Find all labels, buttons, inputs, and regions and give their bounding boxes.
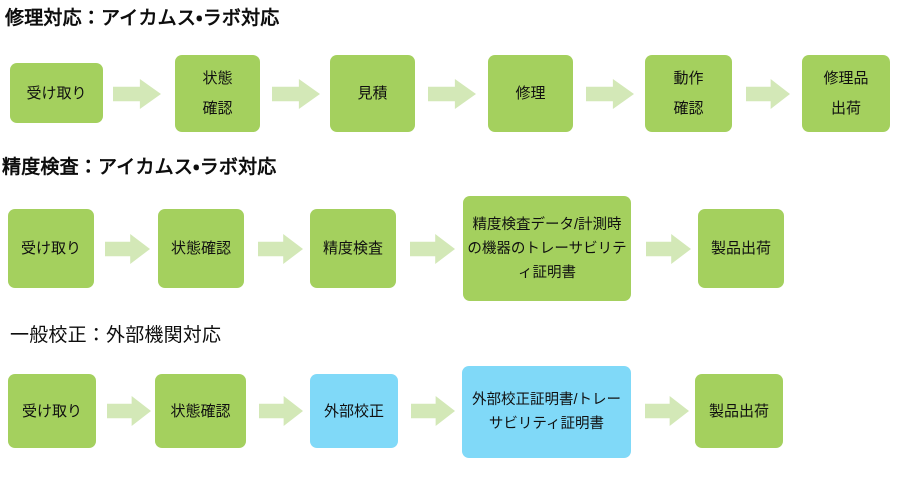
node-label: 状態確認 xyxy=(170,240,231,257)
node-label: 外部校正証明書/トレーサビリティ証明書 xyxy=(471,392,622,432)
node-repair-step-2[interactable]: 状態 確認 xyxy=(175,55,260,132)
node-label: 受け取り xyxy=(21,402,82,420)
node-label: 受け取り xyxy=(20,240,81,257)
arrow-right-icon xyxy=(746,79,790,109)
node-repair-step-4[interactable]: 修理 xyxy=(488,55,573,132)
node-inspection-step-2[interactable]: 状態確認 xyxy=(158,209,244,288)
arrow-right-icon xyxy=(586,79,634,109)
node-repair-step-1[interactable]: 受け取り xyxy=(10,63,103,123)
section-title-precision-inspection: 精度検査：アイカムス・ラボ対応 xyxy=(2,157,277,179)
node-repair-step-6[interactable]: 修理品 出荷 xyxy=(802,55,890,132)
arrow-right-icon xyxy=(105,234,150,264)
arrow-right-icon xyxy=(113,79,161,109)
node-label: 状態確認 xyxy=(170,402,231,420)
section-title-repair: 修理対応：アイカムス・ラボ対応 xyxy=(5,8,280,30)
arrow-right-icon xyxy=(258,234,303,264)
node-inspection-step-5[interactable]: 製品出荷 xyxy=(698,209,784,288)
node-calibration-step-2[interactable]: 状態確認 xyxy=(155,374,246,448)
arrow-right-icon xyxy=(410,234,455,264)
node-label: 修理 xyxy=(515,85,546,102)
node-label: 製品出荷 xyxy=(708,402,769,420)
node-label: 受け取り xyxy=(26,84,87,102)
node-inspection-step-3[interactable]: 精度検査 xyxy=(310,209,396,288)
node-inspection-step-4[interactable]: 精度検査データ/計測時の機器のトレーサビリティ証明書 xyxy=(463,196,631,301)
node-calibration-step-1[interactable]: 受け取り xyxy=(8,374,96,448)
node-label: 外部校正 xyxy=(323,402,384,420)
arrow-right-icon xyxy=(411,396,455,426)
arrow-right-icon xyxy=(107,396,151,426)
node-calibration-step-5[interactable]: 製品出荷 xyxy=(695,374,783,448)
node-label: 製品出荷 xyxy=(710,240,771,257)
section-title-precision-inspection-text: 精度検査：アイカムス・ラボ対応 xyxy=(2,157,277,178)
arrow-right-icon xyxy=(272,79,320,109)
node-inspection-step-1[interactable]: 受け取り xyxy=(8,209,94,288)
node-label: 修理品 出荷 xyxy=(823,69,869,117)
node-calibration-step-4[interactable]: 外部校正証明書/トレーサビリティ証明書 xyxy=(462,366,631,458)
section-title-general-calibration: 一般校正：外部機関対応 xyxy=(10,325,221,347)
arrow-right-icon xyxy=(428,79,476,109)
node-label: 動作 確認 xyxy=(673,69,704,117)
section-title-general-calibration-text: 一般校正：外部機関対応 xyxy=(10,325,222,346)
node-label: 状態 確認 xyxy=(202,69,233,117)
node-label: 精度検査データ/計測時の機器のトレーサビリティ証明書 xyxy=(467,216,627,281)
node-label: 見積 xyxy=(357,85,388,102)
arrow-right-icon xyxy=(259,396,303,426)
node-repair-step-5[interactable]: 動作 確認 xyxy=(645,55,732,132)
node-label: 精度検査 xyxy=(322,240,383,257)
node-calibration-step-3[interactable]: 外部校正 xyxy=(310,374,398,448)
arrow-right-icon xyxy=(645,396,689,426)
section-title-repair-text: 修理対応：アイカムス・ラボ対応 xyxy=(5,8,280,29)
arrow-right-icon xyxy=(646,234,691,264)
node-repair-step-3[interactable]: 見積 xyxy=(330,55,415,132)
